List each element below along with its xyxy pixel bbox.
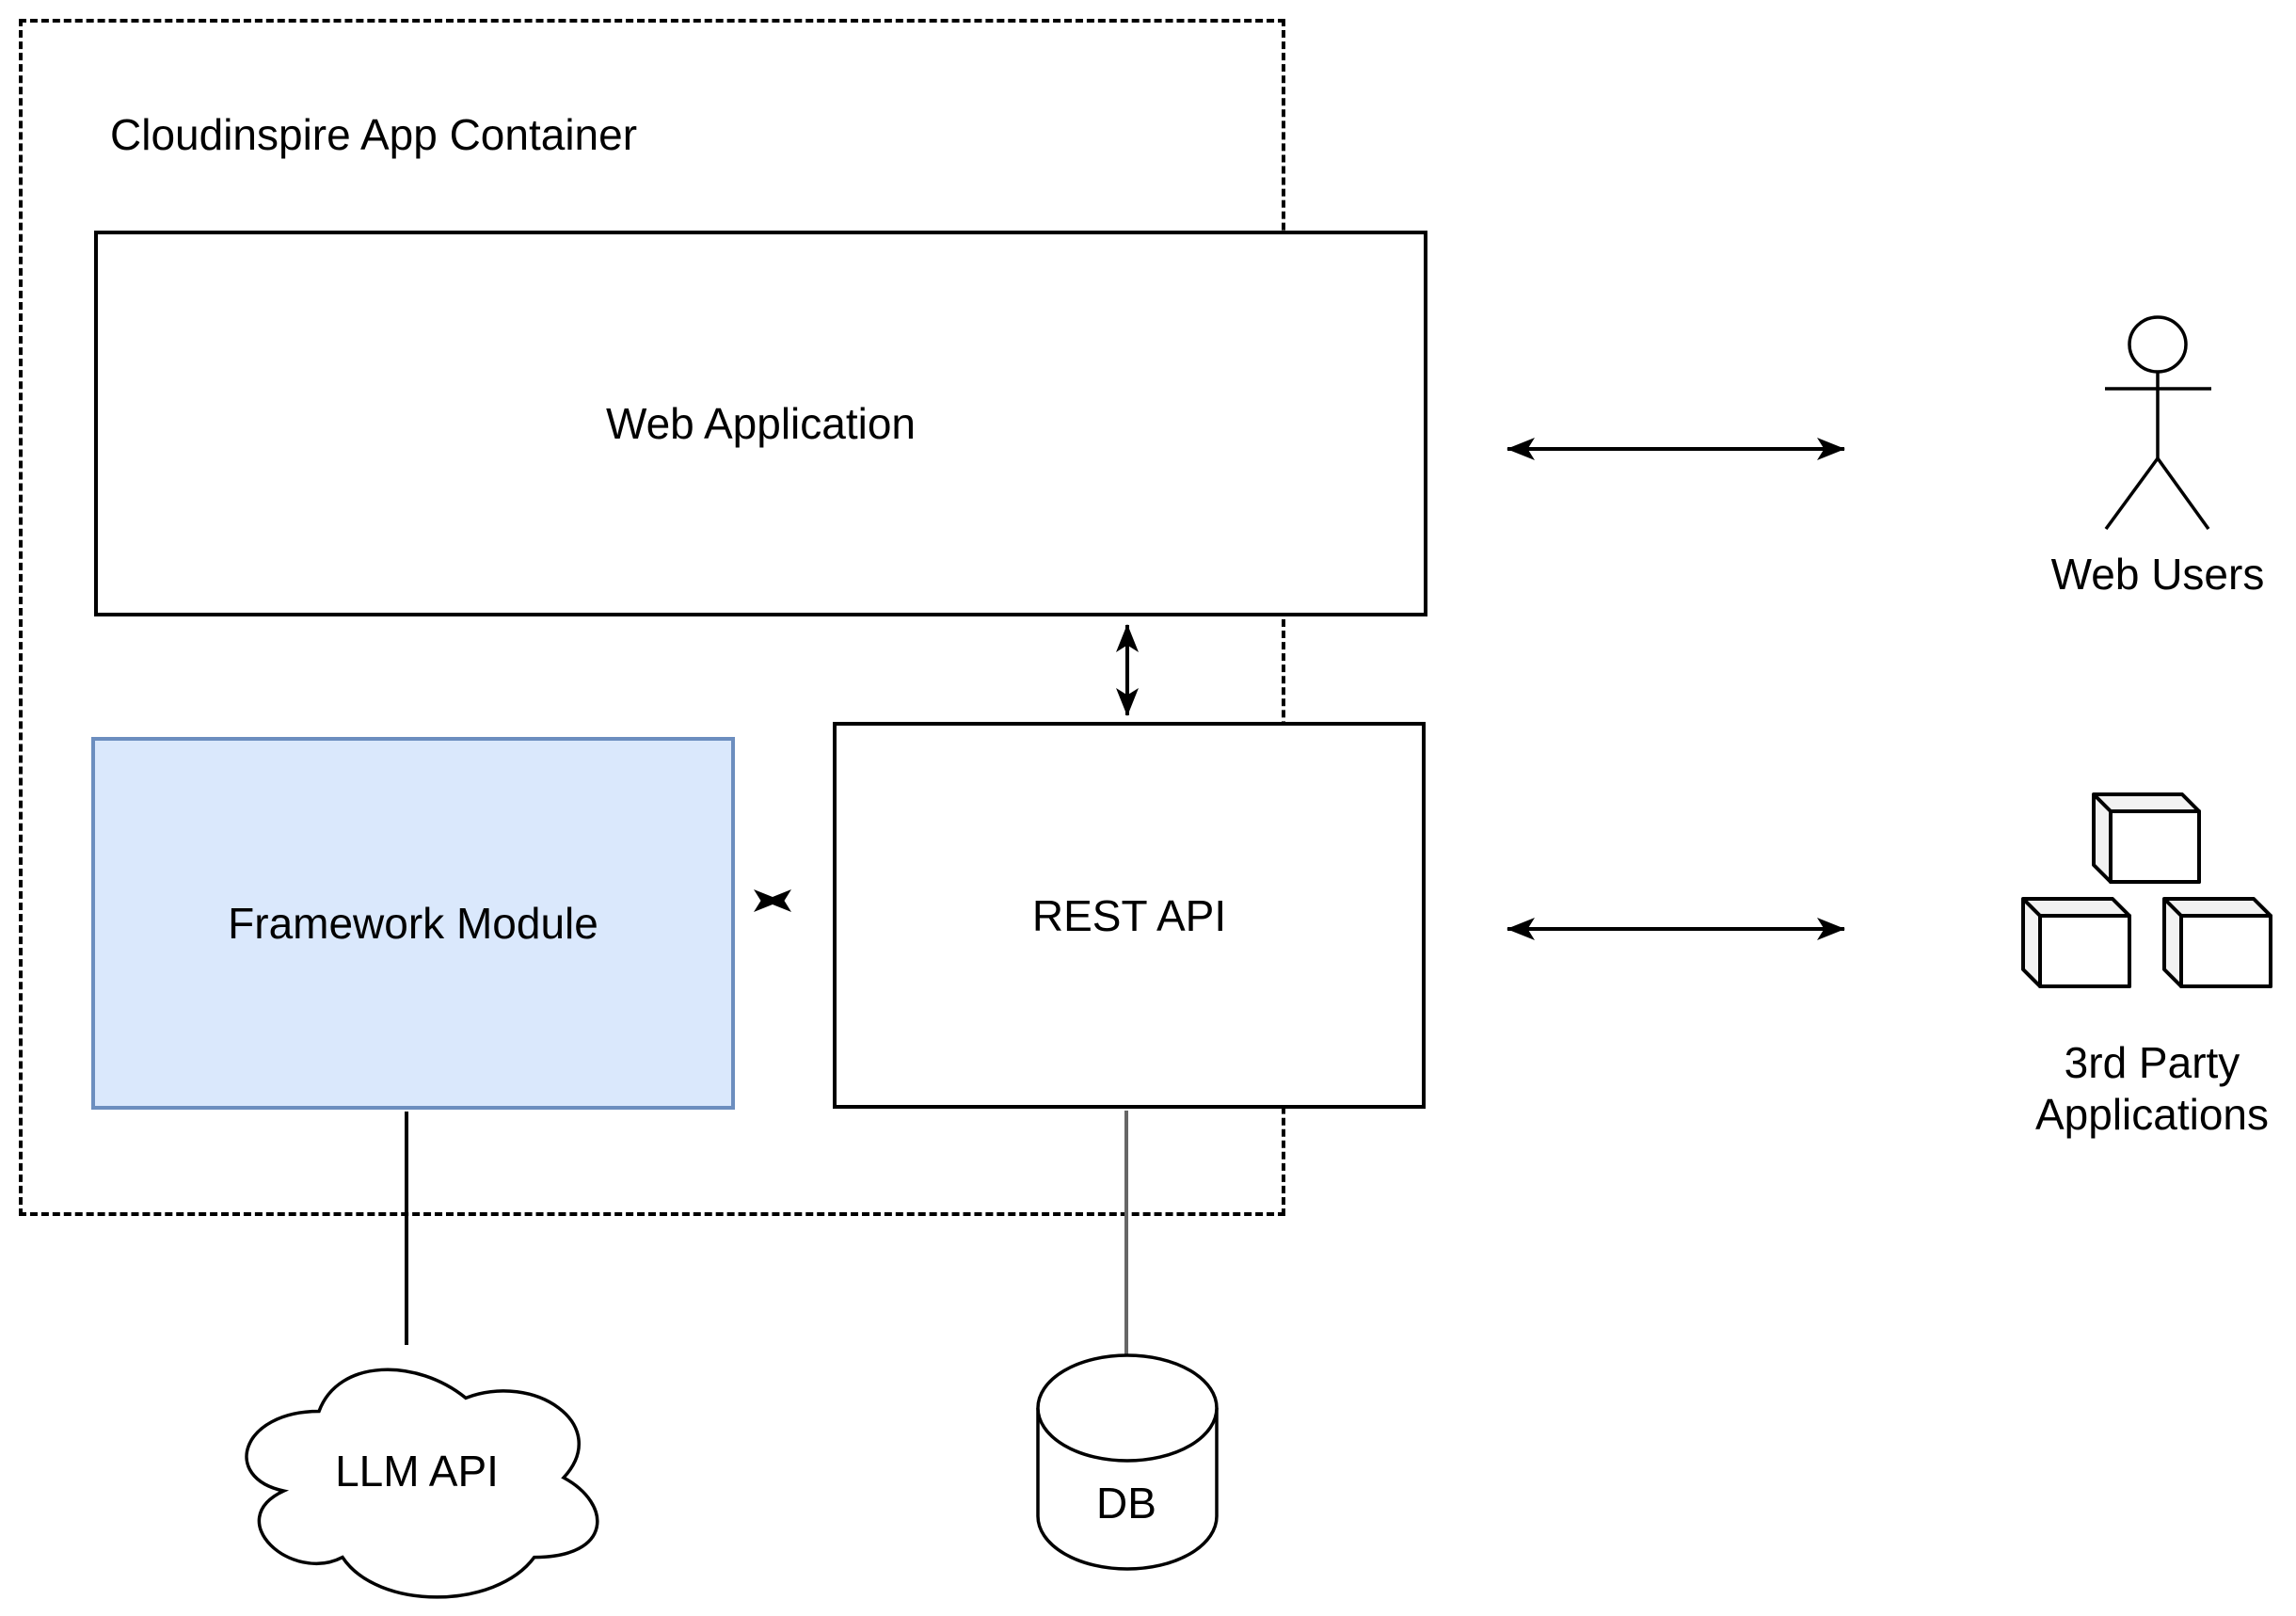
node-framework-module: Framework Module (91, 737, 735, 1110)
llm-api-label: LLM API (335, 1447, 499, 1496)
database-cylinder-shape (1036, 1353, 1219, 1571)
framework-module-label: Framework Module (228, 899, 598, 948)
db-label: DB (1096, 1479, 1156, 1528)
cube-icon (2162, 897, 2272, 988)
web-users-label: Web Users (2050, 550, 2265, 599)
app-container-title: Cloudinspire App Container (110, 110, 638, 159)
rest-api-label: REST API (1031, 890, 1227, 940)
node-rest-api: REST API (833, 722, 1426, 1109)
web-application-label: Web Application (605, 399, 917, 448)
cube-icon (2092, 792, 2201, 884)
cubes-icon (2021, 792, 2272, 988)
cube-icon (2021, 897, 2131, 988)
third-party-applications-label: 3rd Party Applications (2034, 1038, 2270, 1139)
node-web-application: Web Application (94, 231, 1427, 616)
actor-icon (2104, 315, 2211, 531)
app-container-boundary (19, 19, 1285, 1216)
